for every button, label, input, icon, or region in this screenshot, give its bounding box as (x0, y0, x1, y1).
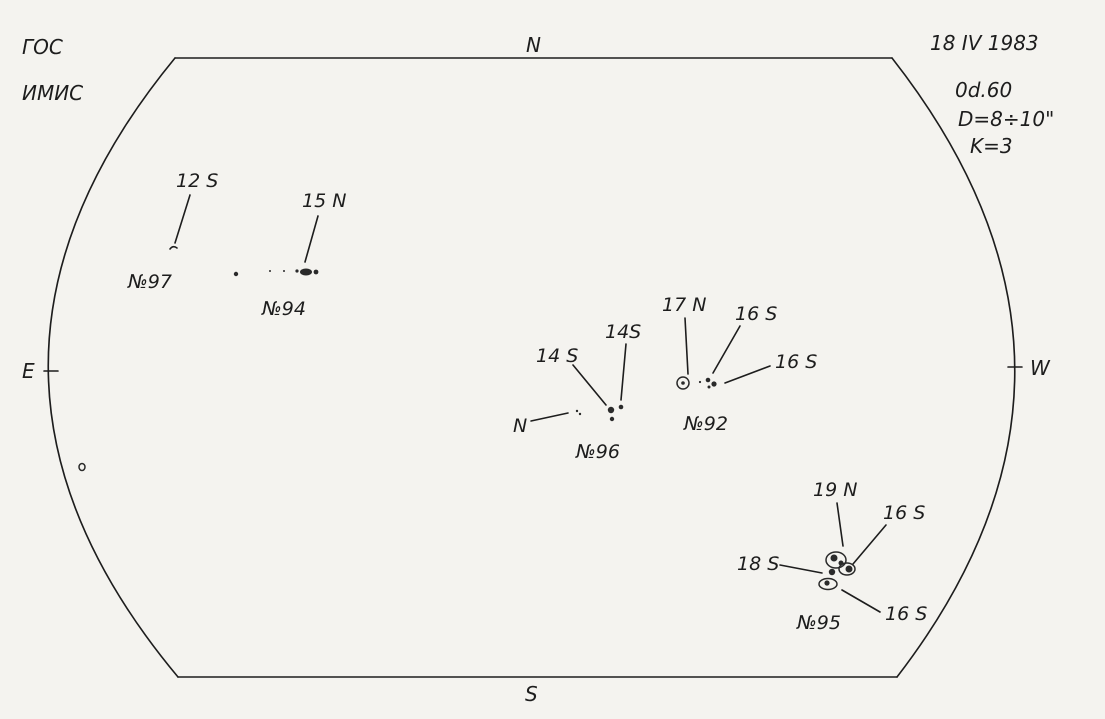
group-92-polarity-a: 17 N (662, 294, 706, 316)
group-95-spot (828, 568, 836, 576)
group-95-leader-d (841, 589, 881, 613)
group-92-spot (698, 380, 702, 384)
group-96-polarity-a: 14 S (536, 345, 578, 367)
group-95: 19 N 16 S 18 S 16 S №95 (737, 479, 927, 634)
group-96-spot (618, 404, 624, 410)
group-94-spot (313, 269, 319, 275)
group-95-leader-b (852, 524, 887, 565)
group-94-polarity: 15 N (302, 190, 346, 212)
disk-east-limb (47, 57, 179, 678)
group-95-leader-c (779, 564, 823, 574)
group-96-spot (609, 416, 615, 422)
group-92-spot (711, 381, 717, 387)
group-94-spot (269, 270, 271, 272)
isolated-spot (78, 462, 86, 472)
group-94-spot (233, 271, 239, 277)
south-label: S (525, 682, 538, 706)
group-94-leader (304, 215, 319, 263)
group-95-number: №95 (796, 612, 841, 634)
group-92-leader-c (724, 365, 771, 384)
group-95-spot (824, 580, 830, 586)
group-95-polarity-b: 16 S (883, 502, 925, 524)
group-96: 14 S 14S N №96 (513, 321, 641, 463)
group-94-number: №94 (261, 298, 306, 320)
k-value: K=3 (970, 134, 1013, 158)
group-92: 17 N 16 S 16 S №92 (662, 294, 817, 435)
group-97-spot (169, 245, 178, 250)
group-92-leader-b (712, 325, 741, 374)
group-95-spot (838, 562, 856, 576)
group-96-spot (578, 412, 582, 416)
group-95-polarity-c: 18 S (737, 553, 779, 575)
org-line2: ИМИС (22, 81, 83, 105)
group-95-polarity-a: 19 N (813, 479, 857, 501)
group-92-leader-a (684, 317, 689, 375)
phase-value: 0d.60 (955, 78, 1012, 102)
group-92-spot (705, 377, 711, 383)
group-94-spot (300, 268, 312, 276)
group-95-spot (825, 551, 847, 569)
group-95-leader-a (836, 502, 844, 547)
disk-outline (43, 57, 1023, 678)
group-95-spot (818, 577, 838, 591)
west-label: W (1030, 356, 1051, 380)
group-96-leader-a (572, 364, 607, 406)
group-95-spot (845, 565, 853, 573)
org-line1: ГОС (22, 35, 63, 59)
group-96-leader-b (620, 343, 627, 401)
east-label: E (22, 359, 35, 383)
group-92-polarity-b: 16 S (735, 303, 777, 325)
group-97-polarity: 12 S (176, 170, 218, 192)
group-94-spot (295, 269, 299, 273)
group-96-spot (607, 406, 615, 414)
group-92-number: №92 (683, 413, 728, 435)
group-92-spot (676, 376, 690, 390)
observation-date: 18 IV 1983 (930, 31, 1039, 55)
group-95-spot (830, 554, 838, 562)
group-94: 15 N №94 (233, 190, 346, 320)
group-97: 12 S №97 (127, 170, 218, 293)
group-96-number: №96 (575, 441, 620, 463)
group-95-polarity-d: 16 S (885, 603, 927, 625)
group-92-spot (681, 381, 685, 385)
diameter-value: D=8÷10" (958, 107, 1054, 131)
group-96-polarity-c: N (513, 415, 527, 437)
north-label: N (526, 33, 541, 57)
group-92-polarity-c: 16 S (775, 351, 817, 373)
group-97-leader (174, 194, 191, 244)
group-96-spot (575, 409, 579, 413)
group-97-number: №97 (127, 271, 172, 293)
group-96-polarity-b: 14S (605, 321, 641, 343)
group-96-leader-c (530, 412, 569, 422)
group-92-spot (707, 385, 711, 389)
group-94-spot (283, 270, 285, 272)
